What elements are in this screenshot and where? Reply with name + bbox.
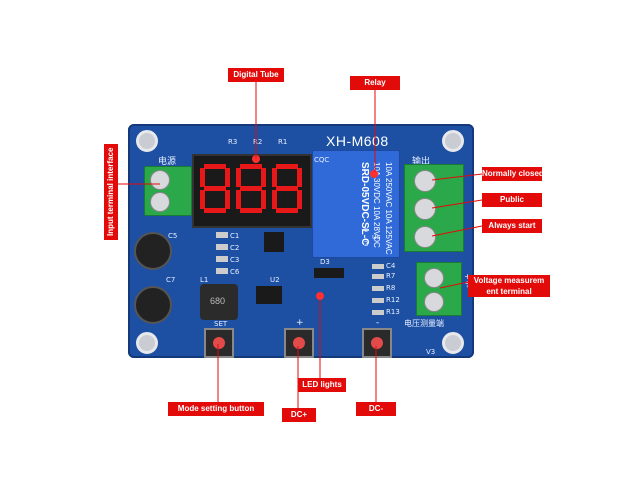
callout-digital-tube: Digital Tube (228, 68, 284, 82)
button-cap (293, 337, 305, 349)
minus-label: - (376, 318, 380, 328)
mounting-hole (136, 332, 158, 354)
smd-resistor (372, 274, 384, 279)
button-cap (371, 337, 383, 349)
plus-label: + (296, 318, 304, 328)
cap-label: C6 (230, 268, 240, 276)
mounting-hole (136, 130, 158, 152)
misc-label: U2 (270, 276, 280, 284)
misc-label: R12 (386, 296, 400, 304)
ic-chip (264, 232, 284, 252)
smd-resistor (372, 298, 384, 303)
misc-label: D3 (320, 258, 330, 266)
inductor (200, 284, 238, 320)
button-cap (213, 337, 225, 349)
misc-label: R7 (386, 272, 396, 280)
relay-badge: 2 (364, 240, 369, 248)
led-light (316, 292, 324, 300)
power-label: 电源 (158, 157, 177, 167)
top-led (252, 155, 260, 163)
resistor-label: R1 (278, 138, 288, 146)
callout-relay: Relay (350, 76, 400, 90)
misc-label: C4 (386, 262, 396, 270)
smd-cap (216, 268, 228, 274)
set-label: SET (214, 320, 228, 328)
callout-always-start: Always start (482, 219, 542, 233)
screw-terminal (424, 268, 444, 288)
resistor-label: R2 (253, 138, 263, 146)
smd-resistor (372, 310, 384, 315)
callout-voltage-terminal: Voltage measurem ent terminal (468, 275, 550, 297)
electrolytic-capacitor (134, 286, 172, 324)
cap-label: C3 (230, 256, 240, 264)
cap-label: C1 (230, 232, 240, 240)
smd-cap (216, 232, 228, 238)
diode (314, 268, 344, 278)
relay-badge: CQC (314, 156, 330, 164)
electrolytic-capacitor (134, 232, 172, 270)
model-label: XH-M608 (326, 133, 389, 149)
misc-label: L1 (200, 276, 209, 284)
screw-terminal (150, 192, 170, 212)
mode-setting-button[interactable] (204, 328, 234, 358)
output-label: 输出 (412, 157, 431, 167)
u2-chip (256, 286, 282, 304)
dc-plus-button[interactable] (284, 328, 314, 358)
screw-terminal (414, 170, 436, 192)
callout-input-terminal: Input terminal interface (104, 144, 118, 240)
misc-label: R8 (386, 284, 396, 292)
callout-public: Public (482, 193, 542, 207)
callout-dc-minus: DC- (356, 402, 396, 416)
smd-cap (216, 256, 228, 262)
misc-label: V3 (426, 348, 436, 356)
smd-resistor (372, 264, 384, 269)
resistor-label: R3 (228, 138, 238, 146)
screw-terminal (424, 292, 444, 312)
relay (312, 150, 400, 258)
screw-terminal (414, 226, 436, 248)
digital-tube-digits (200, 164, 302, 213)
smd-resistor (372, 286, 384, 291)
cap-label: C7 (166, 276, 176, 284)
dc-minus-button[interactable] (362, 328, 392, 358)
callout-normally-closed: Normally closed (482, 167, 544, 181)
callout-mode-button: Mode setting button (168, 402, 264, 416)
cap-label: C5 (168, 232, 178, 240)
relay-badge: c (364, 226, 368, 234)
relay-indicator-dot (370, 170, 378, 178)
mounting-hole (442, 332, 464, 354)
relay-badge: us (372, 233, 381, 241)
mounting-hole (442, 130, 464, 152)
screw-terminal (414, 198, 436, 220)
smd-cap (216, 244, 228, 250)
screw-terminal (150, 170, 170, 190)
voltage-terminal-label: 电压测量端 (404, 319, 444, 328)
cap-label: C2 (230, 244, 240, 252)
callout-led-lights: LED lights (298, 378, 346, 392)
misc-label: R13 (386, 308, 400, 316)
inductor-value: 680 (210, 296, 226, 306)
callout-dc-plus: DC+ (282, 408, 316, 422)
